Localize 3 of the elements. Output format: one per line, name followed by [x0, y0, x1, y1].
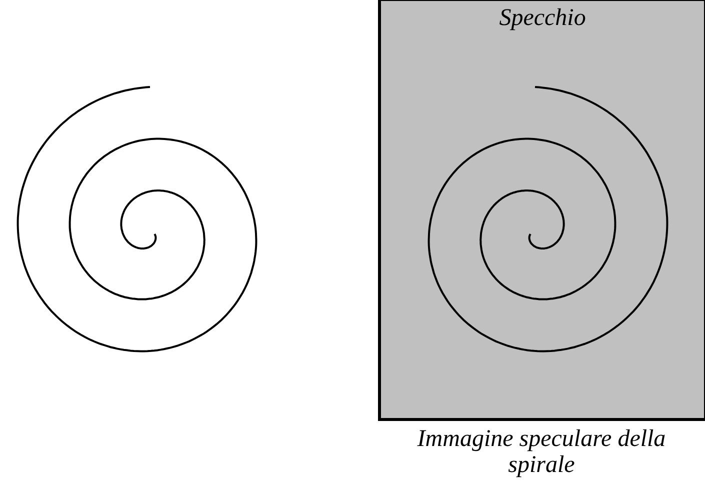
mirror-label: Specchio: [499, 4, 586, 33]
mirror-panel: [378, 0, 705, 421]
node-label: Immagine speculare della spirale: [416, 426, 667, 478]
